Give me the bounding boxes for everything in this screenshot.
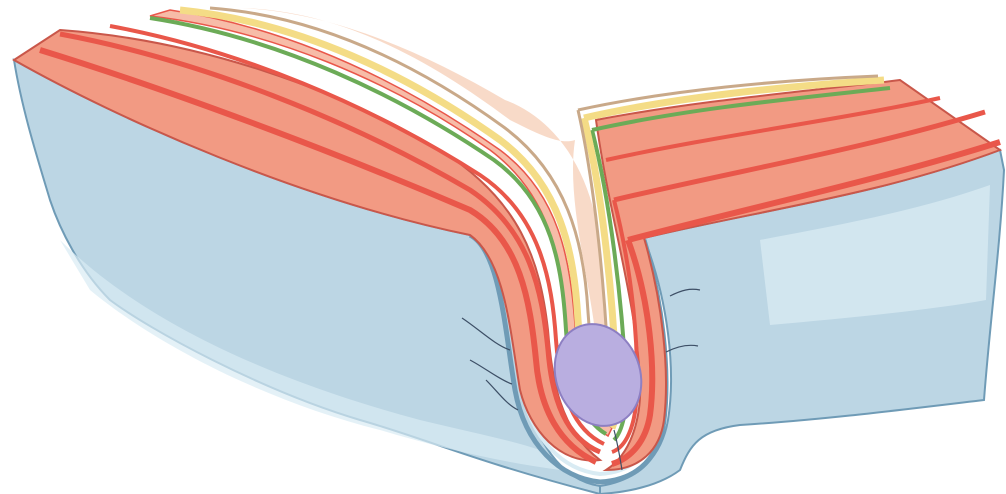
layered-tissue-fold-diagram [0, 0, 1006, 494]
diagram-scene [0, 0, 1006, 494]
